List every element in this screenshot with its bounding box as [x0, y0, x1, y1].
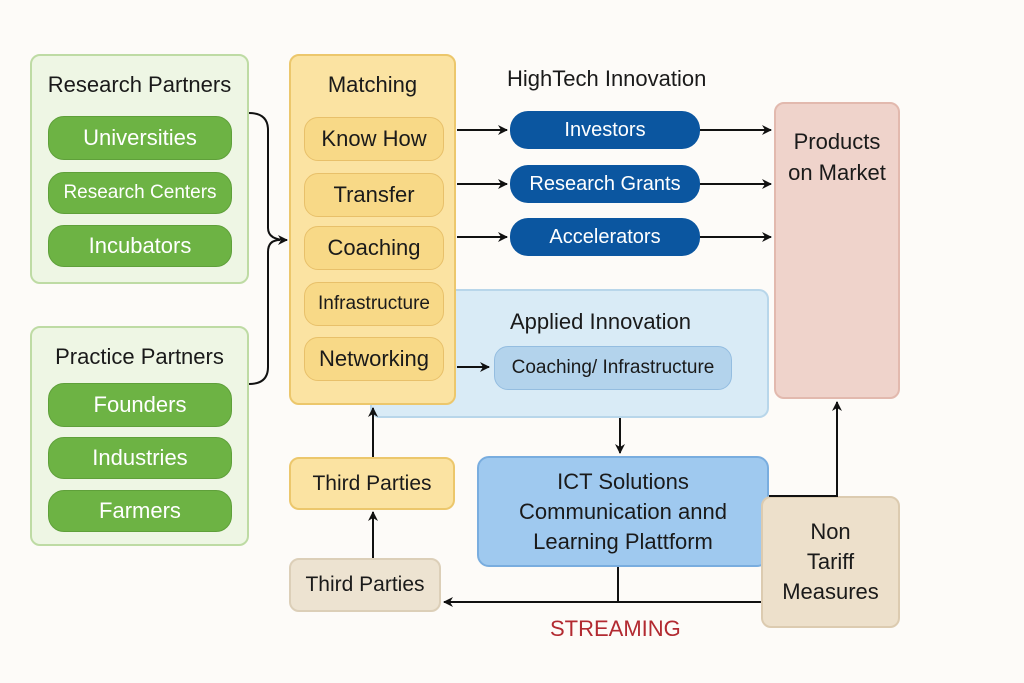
products-on-market-node[interactable]: Products on Market [774, 102, 900, 399]
ict-line-3: Learning Plattform [533, 528, 713, 554]
products-line-1: Products [793, 129, 881, 154]
matching-title: Matching [327, 72, 418, 97]
know-how-node[interactable]: Know How [304, 117, 444, 161]
transfer-node[interactable]: Transfer [304, 173, 444, 217]
third-parties-lower-node[interactable]: Third Parties [289, 558, 441, 612]
hightech-innovation-title: HighTech Innovation [507, 66, 707, 91]
research-grants-node[interactable]: Research Grants [510, 165, 700, 203]
incubators-node[interactable]: Incubators [48, 225, 232, 267]
brace-connector-lower [248, 239, 281, 385]
investors-node[interactable]: Investors [510, 111, 700, 149]
accelerators-node[interactable]: Accelerators [510, 218, 700, 256]
universities-node[interactable]: Universities [48, 116, 232, 160]
streaming-label: STREAMING [550, 616, 681, 641]
farmers-node[interactable]: Farmers [48, 490, 232, 532]
non-tariff-measures-node[interactable]: Non Tariff Measures [761, 496, 900, 628]
brace-connector [248, 112, 288, 245]
non-tariff-line-3: Measures [782, 579, 879, 604]
ict-line-2: Communication annd [519, 498, 727, 524]
networking-node[interactable]: Networking [304, 337, 444, 381]
third-parties-upper-node[interactable]: Third Parties [289, 457, 455, 510]
matching-group: Matching Know How Transfer Coaching Infr… [289, 54, 456, 405]
ict-solutions-node[interactable]: ICT Solutions Communication annd Learnin… [477, 456, 769, 567]
practice-partners-group: Practice Partners Founders Industries Fa… [30, 326, 249, 546]
ict-line-1: ICT Solutions [557, 468, 689, 494]
arrow-ict-products [769, 401, 842, 497]
research-centers-node[interactable]: Research Centers [48, 172, 232, 214]
industries-node[interactable]: Industries [48, 437, 232, 479]
coaching-infrastructure-node[interactable]: Coaching/ Infrastructure [494, 346, 732, 390]
founders-node[interactable]: Founders [48, 383, 232, 427]
research-partners-group: Research Partners Universities Research … [30, 54, 249, 284]
practice-partners-title: Practice Partners [55, 344, 224, 369]
non-tariff-line-2: Tariff [806, 549, 855, 574]
non-tariff-line-1: Non [810, 519, 851, 544]
products-line-2: on Market [788, 160, 886, 185]
coaching-node[interactable]: Coaching [304, 226, 444, 270]
infrastructure-node[interactable]: Infrastructure [304, 282, 444, 326]
applied-innovation-title: Applied Innovation [510, 309, 692, 334]
research-partners-title: Research Partners [47, 72, 232, 97]
